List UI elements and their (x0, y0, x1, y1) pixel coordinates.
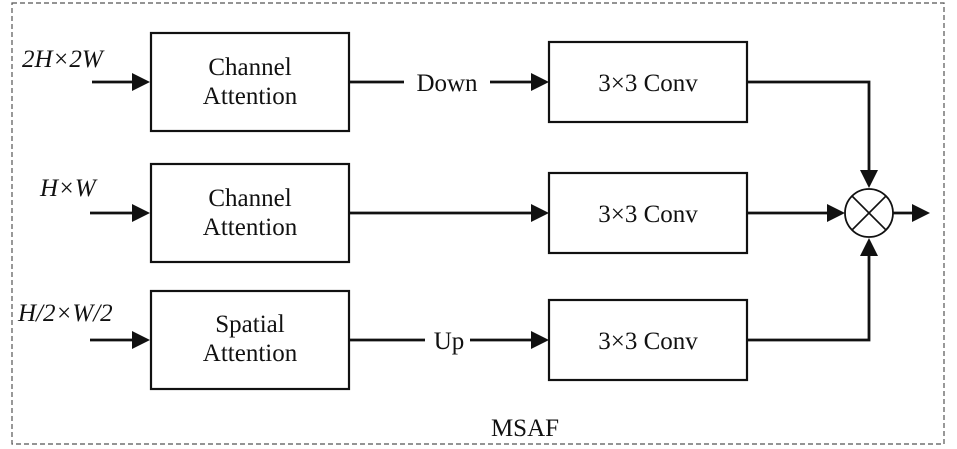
conv-block-bottom: 3×3 Conv (547, 298, 749, 382)
attention-middle-line1: Channel (208, 185, 291, 212)
conv-block-top: 3×3 Conv (547, 40, 749, 124)
attention-top-line2: Attention (203, 83, 298, 110)
input-label-top: 2H×2W (22, 46, 105, 73)
fusion-connector-middle (747, 204, 845, 222)
input-arrow-bottom (90, 331, 150, 349)
input-label-bottom: H/2×W/2 (17, 300, 113, 327)
up-label: Up (434, 328, 465, 355)
down-label: Down (416, 70, 478, 97)
output-arrow (893, 204, 930, 222)
attention-middle-line2: Attention (203, 214, 298, 241)
multiply-icon (844, 188, 894, 238)
conv-bottom-label: 3×3 Conv (598, 328, 698, 355)
channel-attention-block-top: Channel Attention (149, 31, 351, 133)
fusion-connector-top (747, 80, 878, 188)
module-label: MSAF (491, 415, 559, 442)
conv-block-middle: 3×3 Conv (547, 171, 749, 255)
middle-connector (349, 204, 549, 222)
msaf-module-border (11, 2, 945, 445)
conv-middle-label: 3×3 Conv (598, 201, 698, 228)
input-arrow-middle (90, 204, 150, 222)
channel-attention-block-middle: Channel Attention (149, 162, 351, 264)
conv-top-label: 3×3 Conv (598, 70, 698, 97)
fusion-connector-bottom (747, 238, 878, 342)
attention-top-line1: Channel (208, 54, 291, 81)
attention-bottom-line2: Attention (203, 340, 298, 367)
input-label-middle: H×W (39, 175, 98, 202)
attention-bottom-line1: Spatial (215, 311, 284, 338)
up-connector (349, 331, 549, 349)
down-connector (349, 73, 549, 91)
input-arrow-top (92, 73, 150, 91)
spatial-attention-block: Spatial Attention (149, 289, 351, 391)
